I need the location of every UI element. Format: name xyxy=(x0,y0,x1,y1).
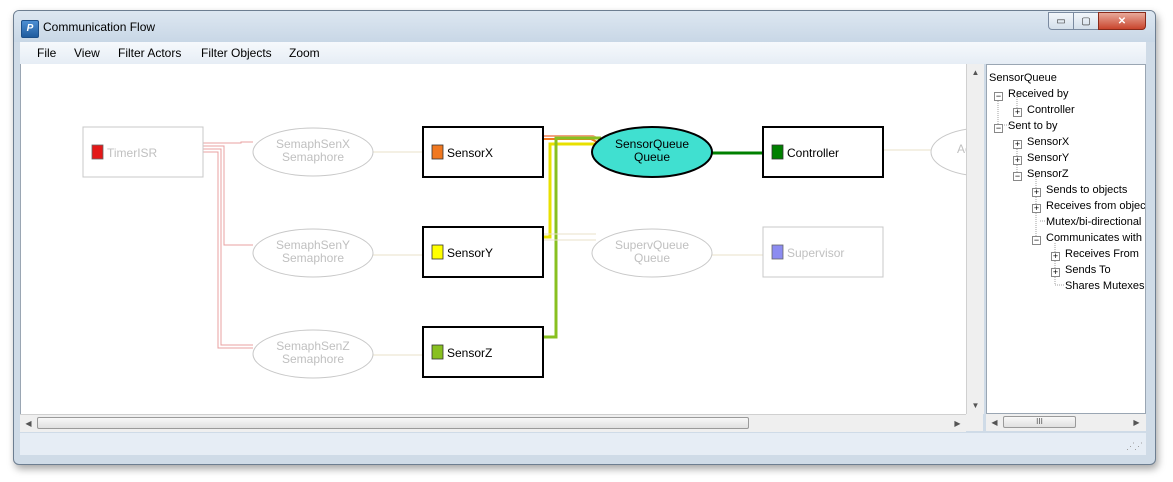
edges-timer xyxy=(203,141,253,349)
graph-vertical-scrollbar[interactable]: ▲ ▼ xyxy=(966,64,984,414)
object-label-semaphsenz: SemaphSenZ Semaphore xyxy=(253,340,373,366)
object-label-semaphseny: SemaphSenY Semaphore xyxy=(253,239,373,265)
tree-item-label[interactable]: Received by xyxy=(1008,88,1069,100)
scroll-down-arrow-icon[interactable]: ▼ xyxy=(971,401,980,410)
object-kind: Queue xyxy=(633,251,671,265)
menu-zoom[interactable]: Zoom xyxy=(289,46,320,60)
actor-sensory[interactable] xyxy=(422,226,544,278)
app-icon: P xyxy=(21,20,39,38)
object-semaphseny[interactable] xyxy=(252,228,374,278)
tree-item-label[interactable]: Communicates with a xyxy=(1046,232,1146,244)
object-kind: Semaphore xyxy=(281,352,345,366)
menu-view[interactable]: View xyxy=(74,46,100,60)
color-swatch-sensory xyxy=(431,244,444,260)
status-bar: ⋰⋰ xyxy=(20,433,1146,455)
actor-label-sensorz: SensorZ xyxy=(447,346,493,360)
actor-label-sensorx: SensorX xyxy=(447,146,494,160)
tree-expander-icon[interactable]: + xyxy=(1051,251,1060,261)
scroll-thumb[interactable] xyxy=(37,417,749,429)
tree-expander-icon[interactable]: + xyxy=(1051,267,1060,277)
object-name: SensorQueue xyxy=(614,137,690,151)
tree-item-label[interactable]: Sends To xyxy=(1065,264,1111,276)
object-semaphsenz[interactable] xyxy=(252,329,374,379)
object-name: SemaphSenY xyxy=(275,238,351,252)
object-supervqueue[interactable] xyxy=(591,228,713,278)
object-label-sensorqueue: SensorQueue Queue xyxy=(592,138,712,164)
object-sensorqueue[interactable] xyxy=(591,126,713,178)
menu-bar: File View Filter Actors Filter Objects Z… xyxy=(20,42,1146,64)
color-swatch-sensorz xyxy=(431,344,444,360)
object-label-semaphsenx: SemaphSenX Semaphore xyxy=(253,138,373,164)
scroll-left-arrow-icon[interactable]: ◀ xyxy=(25,419,32,428)
tree-item-label[interactable]: Controller xyxy=(1027,104,1075,116)
menu-file[interactable]: File xyxy=(37,46,57,60)
tree-item-label[interactable]: SensorY xyxy=(1027,152,1070,164)
object-name: SemaphSenX xyxy=(275,137,351,151)
maximize-button[interactable]: ▢ xyxy=(1073,12,1099,30)
tree-expander-icon[interactable]: − xyxy=(994,91,1003,101)
graph-svg xyxy=(82,126,967,379)
tree-expander-icon[interactable]: + xyxy=(1013,155,1022,165)
tree-item-label[interactable]: Mutex/bi-directional xyxy=(1046,216,1142,228)
object-semaphsenx[interactable] xyxy=(252,127,374,177)
tree-expander-icon[interactable]: − xyxy=(1013,171,1022,181)
tree-item-label[interactable]: SensorZ xyxy=(1027,168,1069,180)
tree-scroll-right-arrow-icon[interactable]: ▶ xyxy=(1133,418,1140,427)
object-name: SemaphSenZ xyxy=(276,339,350,353)
tree-item-label[interactable]: SensorX xyxy=(1027,136,1070,148)
tree-item-label[interactable]: Receives from objects xyxy=(1046,200,1146,212)
tree-item-label[interactable]: Sends to objects xyxy=(1046,184,1128,196)
color-swatch-sensorx xyxy=(431,144,444,160)
scroll-up-arrow-icon[interactable]: ▲ xyxy=(971,68,980,77)
tree-expander-icon[interactable]: − xyxy=(1032,235,1041,245)
tree-expander-icon[interactable]: − xyxy=(994,123,1003,133)
object-kind: Queue xyxy=(633,150,671,164)
object-kind: Semaphore xyxy=(281,150,345,164)
edges-semaphore xyxy=(373,151,422,356)
object-kind: Semaphore xyxy=(281,251,345,265)
actor-label-timerisr: TimerISR xyxy=(107,146,158,160)
scroll-right-arrow-icon[interactable]: ▶ xyxy=(954,419,961,428)
tree-item-label[interactable]: Receives From xyxy=(1065,248,1139,260)
app-window: P Communication Flow ▭ ▢ ✕ File View Fil… xyxy=(13,10,1156,465)
tree-item-label[interactable]: Shares Mutexes... xyxy=(1065,280,1146,292)
tree-item-label[interactable]: SensorQueue xyxy=(989,72,1057,84)
color-swatch-controller xyxy=(771,144,784,160)
color-swatch-timerisr xyxy=(91,144,104,160)
color-swatch-supervisor xyxy=(771,244,784,260)
actor-label-supervisor: Supervisor xyxy=(787,246,845,260)
graph-canvas[interactable]: TimerISR SensorX SensorY SensorZ Control… xyxy=(20,64,971,414)
object-label-supervqueue: SupervQueue Queue xyxy=(592,239,712,265)
tree-expander-icon[interactable]: + xyxy=(1013,139,1022,149)
menu-filter-objects[interactable]: Filter Objects xyxy=(201,46,272,60)
menu-filter-actors[interactable]: Filter Actors xyxy=(118,46,182,60)
graph-horizontal-scrollbar[interactable]: ◀ ▶ xyxy=(20,414,966,432)
object-partial[interactable] xyxy=(930,128,967,176)
close-button[interactable]: ✕ xyxy=(1098,12,1146,30)
edges-sensors xyxy=(543,135,933,339)
window-title: Communication Flow xyxy=(43,20,156,34)
tree-expander-icon[interactable]: + xyxy=(1013,107,1022,117)
actor-label-controller: Controller xyxy=(787,146,840,160)
tree-horizontal-scrollbar[interactable]: ◀ III ▶ xyxy=(986,414,1146,431)
scroll-corner xyxy=(966,414,983,431)
tree-scroll-left-arrow-icon[interactable]: ◀ xyxy=(991,418,998,427)
title-bar[interactable]: P Communication Flow ▭ ▢ ✕ xyxy=(14,11,1155,42)
tree-item-label[interactable]: Sent to by xyxy=(1008,120,1058,132)
minimize-button[interactable]: ▭ xyxy=(1048,12,1074,30)
actor-label-sensory: SensorY xyxy=(447,246,494,260)
tree-expander-icon[interactable]: + xyxy=(1032,203,1041,213)
tree-expander-icon[interactable]: + xyxy=(1032,187,1041,197)
resize-grip-icon[interactable]: ⋰⋰ xyxy=(1126,441,1143,451)
detail-tree[interactable]: SensorQueue−Received by+Controller−Sent … xyxy=(986,64,1146,414)
object-name: SupervQueue xyxy=(614,238,690,252)
tree-scroll-thumb[interactable]: III xyxy=(1003,416,1076,428)
